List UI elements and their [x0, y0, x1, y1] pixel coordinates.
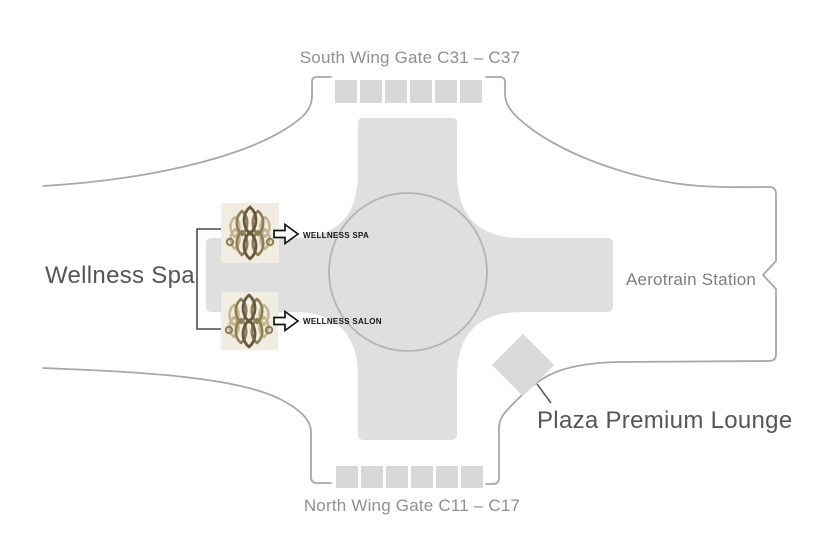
terminal-outline — [42, 76, 777, 485]
north-wing-gate-label: North Wing Gate C11 – C17 — [303, 496, 521, 515]
station-notch-marker — [485, 76, 777, 485]
aerotrain-station-label: Aerotrain Station — [626, 270, 757, 289]
concourse-cross — [206, 118, 613, 440]
plaza-leader-line — [536, 383, 552, 404]
wellness-salon-tag: WELLNESS SALON — [303, 317, 382, 326]
south-wing-gate-label: South Wing Gate C31 – C37 — [299, 48, 521, 67]
plaza-premium-lounge-area — [491, 333, 555, 397]
wellness-bracket-connector — [196, 228, 222, 330]
center-circle — [328, 192, 488, 352]
wellness-salon-tile — [221, 292, 278, 350]
wellness-spa-tile — [221, 203, 279, 263]
plaza-premium-lounge-label: Plaza Premium Lounge — [537, 407, 793, 434]
wellness-spa-label: Wellness Spa — [45, 262, 195, 289]
wellness-spa-tag: WELLNESS SPA — [303, 231, 370, 240]
south-gate-squares — [335, 80, 482, 103]
north-gate-squares — [336, 466, 483, 488]
